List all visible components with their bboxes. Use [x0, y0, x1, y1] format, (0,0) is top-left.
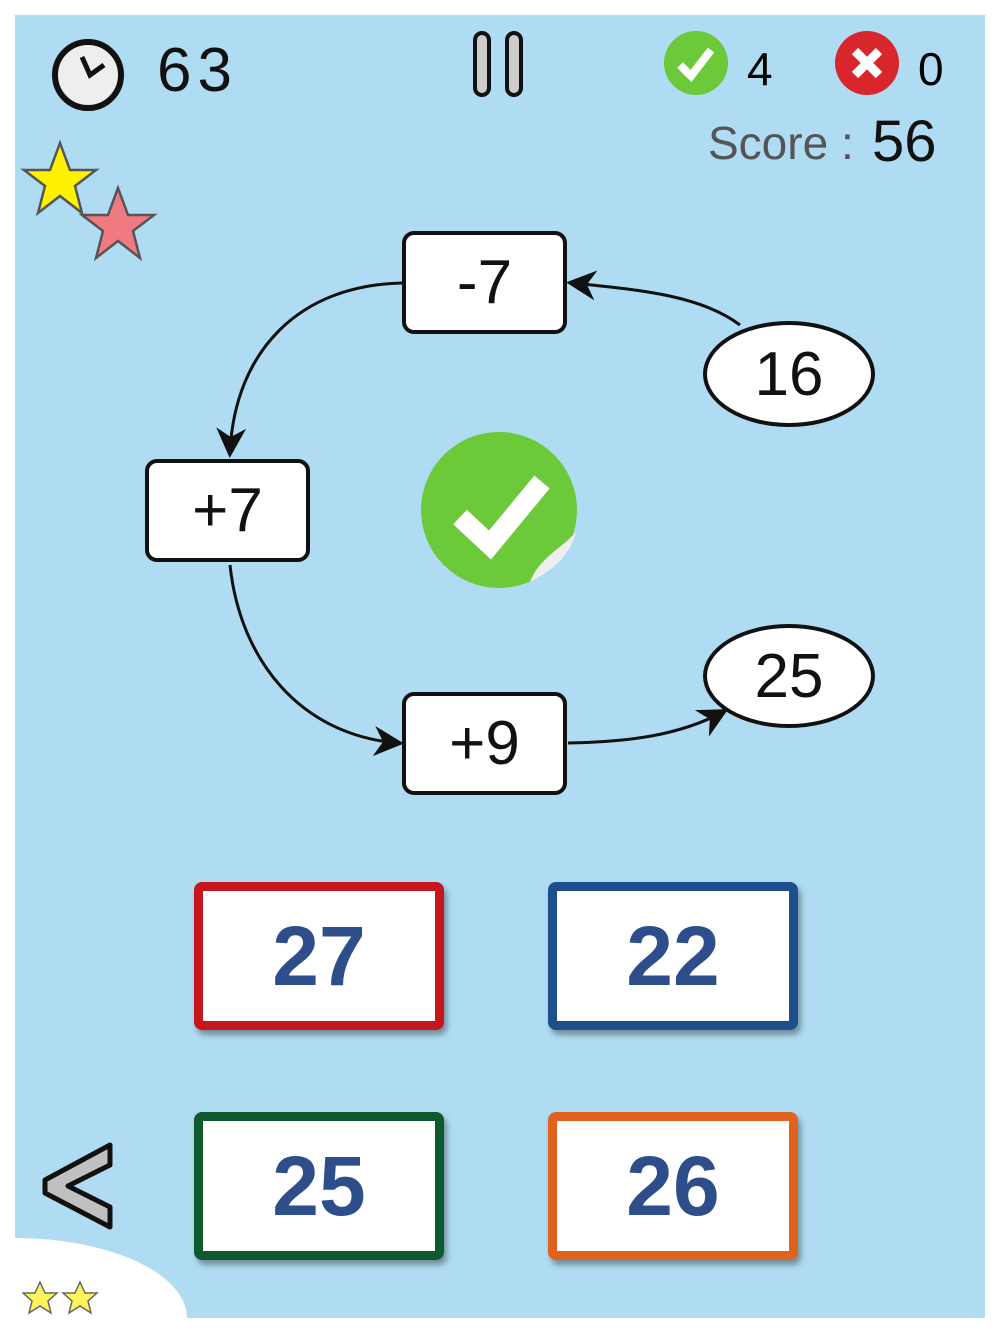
- result-value: 25: [703, 624, 875, 728]
- level-stars-icon: [22, 1280, 99, 1315]
- back-button[interactable]: [40, 1140, 120, 1235]
- correct-count: 4: [747, 43, 773, 95]
- timer-value: 63: [157, 36, 238, 105]
- check-icon: [421, 432, 577, 588]
- arrows: [216, 270, 741, 756]
- answer-button-27[interactable]: 27: [194, 882, 444, 1030]
- wrong-count: 0: [918, 43, 944, 95]
- stars-icon: [20, 139, 158, 262]
- operation-box: -7: [402, 231, 567, 334]
- score-value: 56: [872, 109, 937, 174]
- score-label: Score :: [708, 117, 854, 169]
- start-value: 16: [703, 321, 875, 427]
- operation-box: +9: [402, 692, 567, 795]
- correct-icon: [664, 31, 728, 95]
- answer-button-25[interactable]: 25: [194, 1112, 444, 1260]
- pause-button[interactable]: [470, 30, 530, 100]
- operation-box: +7: [145, 459, 310, 562]
- answer-button-26[interactable]: 26: [548, 1112, 798, 1260]
- clock-icon: [52, 39, 124, 111]
- answer-button-22[interactable]: 22: [548, 882, 798, 1030]
- wrong-icon: [835, 31, 899, 95]
